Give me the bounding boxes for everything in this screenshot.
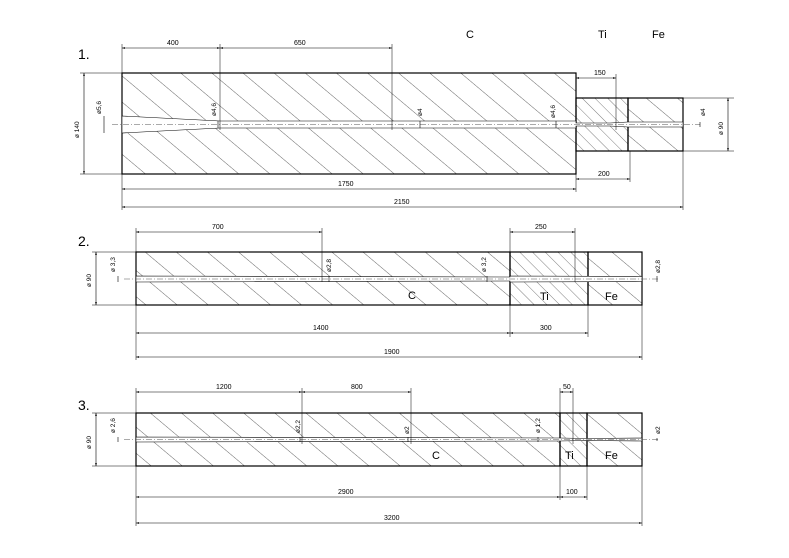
drawing-1-label-dia-90: ø 90 — [718, 122, 725, 135]
drawing-3-bore-2: ø2 — [404, 426, 411, 434]
drawing-3-label-dia-90: ø 90 — [86, 436, 93, 449]
drawing-1-bore-4-6b: ø4,6 — [550, 105, 557, 118]
drawing-2-bore-2-8a: ø2,8 — [326, 259, 333, 272]
drawing-3-material-ti: Ti — [565, 450, 574, 462]
drawing-3-material-fe: Fe — [605, 450, 618, 462]
header-label-ti: Ti — [598, 29, 607, 41]
drawing-2-number: 2. — [78, 233, 90, 249]
drawing-3-label-50: 50 — [563, 384, 571, 391]
drawing-1-label-dia-140: ø 140 — [74, 121, 81, 138]
header-label-c: C — [466, 29, 474, 41]
drawing-2-material-c: C — [408, 290, 416, 302]
drawing-1-label-2150: 2150 — [394, 199, 410, 206]
drawing-3-bore-2-end: ø2 — [655, 426, 662, 434]
drawing-3-label-1200: 1200 — [216, 384, 232, 391]
drawing-1-bore-4-6a: ø4,6 — [211, 103, 218, 116]
drawing-1: 1. 400 650 150 200 1750 2150 ø 140 — [74, 40, 734, 210]
drawing-2-label-dia-90: ø 90 — [86, 274, 93, 287]
drawing-2-bore-3-3: ø 3,3 — [110, 257, 117, 272]
drawing-2-label-700: 700 — [212, 224, 224, 231]
drawing-1-bore-5-6: ø5,6 — [96, 101, 103, 114]
drawing-3-label-3200: 3200 — [384, 515, 400, 522]
drawing-3: 3. 1200 800 50 2900 100 3200 ø 90 ø 2,6 — [78, 384, 662, 526]
header-label-fe: Fe — [652, 29, 665, 41]
drawing-2-label-1900: 1900 — [384, 349, 400, 356]
drawing-2-label-250: 250 — [535, 224, 547, 231]
drawing-2-bore-3-2: ø 3,2 — [481, 257, 488, 272]
drawing-1-label-200: 200 — [598, 171, 610, 178]
drawing-3-number: 3. — [78, 397, 90, 413]
drawing-2: 2. 700 250 1400 300 1900 ø 90 ø 3,3 ø2,8 — [78, 224, 662, 360]
drawing-1-label-400: 400 — [167, 40, 179, 47]
drawing-2-material-fe: Fe — [605, 291, 618, 303]
drawing-1-label-1750: 1750 — [338, 181, 354, 188]
drawing-1-bore-4-end: ø4 — [700, 108, 707, 116]
drawing-3-label-100: 100 — [566, 489, 578, 496]
drawing-1-number: 1. — [78, 46, 90, 62]
drawing-3-bore-2-2: ø2,2 — [295, 420, 302, 433]
drawing-2-bore-2-8b: ø2,8 — [655, 260, 662, 273]
drawing-3-bore-1-2: ø 1,2 — [535, 418, 542, 433]
drawing-2-material-ti: Ti — [540, 291, 549, 303]
drawing-2-label-300: 300 — [540, 325, 552, 332]
drawing-3-material-c: C — [432, 450, 440, 462]
drawing-1-label-650: 650 — [294, 40, 306, 47]
drawing-1-label-150: 150 — [594, 70, 606, 77]
drawing-3-label-800: 800 — [351, 384, 363, 391]
drawing-2-label-1400: 1400 — [313, 325, 329, 332]
drawing-3-bore-2-6: ø 2,6 — [110, 418, 117, 433]
drawing-1-bore-4: ø4 — [417, 108, 424, 116]
drawing-3-label-2900: 2900 — [338, 489, 354, 496]
